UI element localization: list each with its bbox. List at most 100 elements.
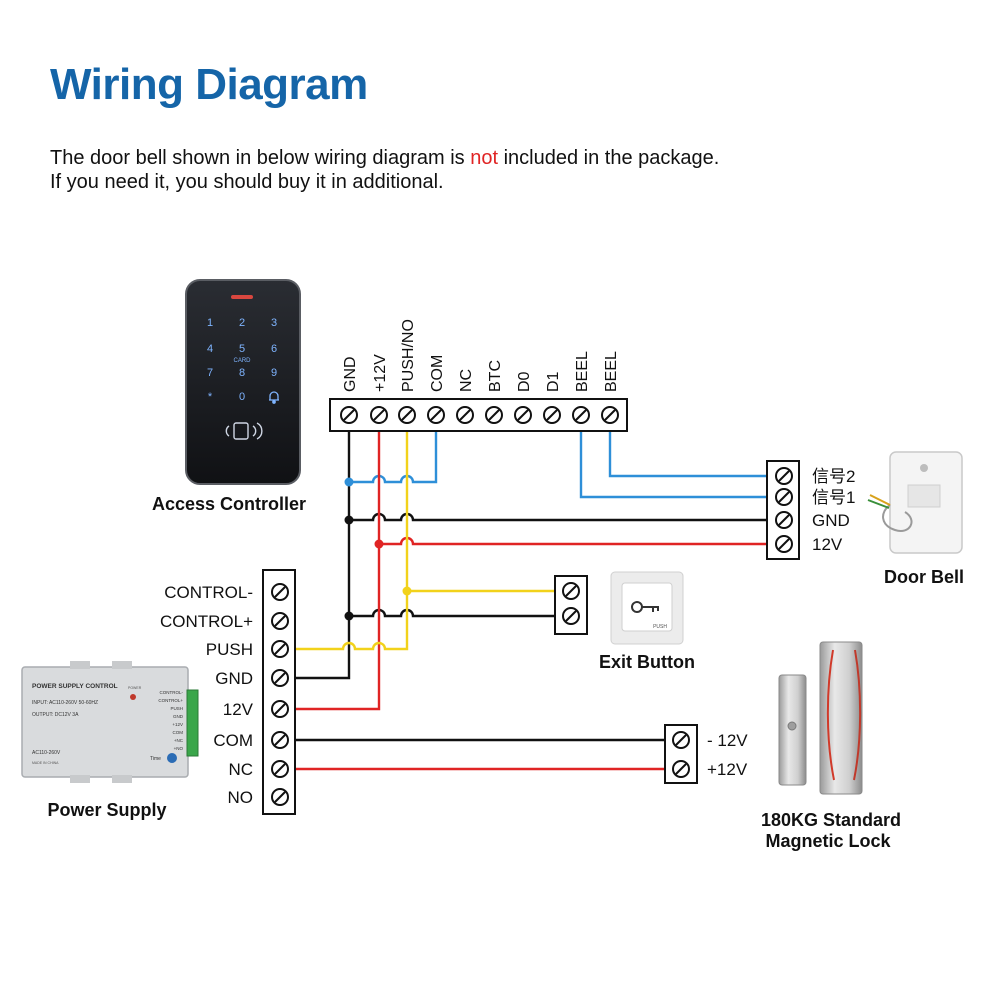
power-supply-terminal-label: PUSH	[206, 640, 253, 659]
terminal-screw	[370, 406, 388, 424]
terminal-screw	[672, 760, 690, 778]
package-note-line-1: The door bell shown in below wiring diag…	[50, 146, 719, 170]
keypad-key: 1	[207, 317, 213, 329]
keypad-keys: 1 2 3 4 5 6 7 8 9 * 0	[207, 317, 279, 404]
controller-terminal-label: COM	[429, 355, 446, 392]
terminal-screw	[514, 406, 532, 424]
door-bell-device	[867, 451, 963, 554]
controller-terminal-label: NC	[458, 369, 475, 392]
keypad-key: *	[208, 391, 213, 403]
ps-side-label: +NC	[174, 738, 184, 743]
ps-label-power: POWER	[128, 686, 142, 690]
controller-terminal-label: +12V	[372, 354, 389, 392]
terminal-screw	[775, 535, 793, 553]
wire-beel-1	[579, 415, 767, 499]
door-bell-terminal-label: GND	[812, 511, 850, 530]
ps-side-label: CONTROL+	[158, 698, 183, 703]
keypad-key: 3	[271, 317, 277, 329]
keypad-body	[185, 279, 301, 485]
keypad-bell-icon	[269, 391, 279, 404]
terminal-screw	[271, 583, 289, 601]
junction-dot	[374, 539, 384, 549]
magnetic-lock-caption-line-2: Magnetic Lock	[765, 831, 891, 851]
terminal-screw	[456, 406, 474, 424]
terminal-screw	[427, 406, 445, 424]
ps-label-made: MADE IN CHINA	[32, 761, 59, 765]
keypad-key: 9	[271, 367, 277, 379]
magnetic-lock-device	[778, 641, 863, 795]
power-supply-terminal-label: NO	[228, 788, 254, 807]
lock-terminals: - 12V +12V	[672, 731, 748, 779]
junction-dot	[402, 586, 412, 596]
terminal-screw	[271, 700, 289, 718]
wire-gnd-to-exit-button	[349, 608, 555, 618]
magnetic-lock-caption-line-1: 180KG Standard	[761, 810, 901, 830]
terminal-screw	[485, 406, 503, 424]
door-bell-terminal-label: 信号2	[812, 467, 855, 486]
keypad-key: 7	[207, 367, 213, 379]
wire-com-to-gnd	[349, 415, 438, 484]
power-supply-terminal-label: CONTROL-	[164, 583, 253, 602]
wires	[292, 415, 767, 771]
controller-terminal-label: PUSH/NO	[400, 319, 417, 392]
terminal-screw	[775, 511, 793, 529]
wire-junctions	[344, 477, 412, 621]
controller-terminal-label: D1	[545, 371, 562, 392]
ps-time-knob	[167, 753, 177, 763]
door-bell-terminal-label: 信号1	[812, 488, 855, 507]
keypad-key: 4	[207, 343, 213, 355]
controller-terminal-label: D0	[516, 371, 533, 392]
wire-gnd-trunk	[292, 415, 351, 680]
ps-side-label: CONTROL-	[160, 690, 184, 695]
ps-side-label: COM	[173, 730, 184, 735]
key-icon	[631, 601, 659, 613]
terminal-screw	[271, 612, 289, 630]
terminal-screw	[271, 760, 289, 778]
exit-button-caption: Exit Button	[599, 652, 695, 672]
power-supply-terminal-label: CONTROL+	[160, 612, 253, 631]
wire-push-no	[292, 415, 409, 651]
ps-label-time: Time	[150, 756, 161, 762]
terminal-screw	[271, 669, 289, 687]
keypad-key: 0	[239, 391, 245, 403]
ps-side-label: GND	[173, 714, 184, 719]
note-text-before: The door bell shown in below wiring diag…	[50, 147, 471, 169]
keypad-key: 2	[239, 317, 245, 329]
wire-beel-2	[608, 415, 767, 478]
keypad-key: 8	[239, 367, 245, 379]
controller-terminal-label: BTC	[487, 360, 504, 392]
wire-gnd-to-doorbell	[349, 512, 767, 522]
terminal-screw	[398, 406, 416, 424]
note-text-after: included in the package.	[498, 147, 720, 169]
terminal-screw	[271, 731, 289, 749]
terminal-screw	[562, 582, 580, 600]
terminal-screw	[562, 607, 580, 625]
terminal-screw	[572, 406, 590, 424]
power-supply-caption: Power Supply	[47, 800, 166, 820]
page-title: Wiring Diagram	[50, 60, 368, 109]
lock-terminal-label: - 12V	[707, 731, 748, 750]
controller-terminal-label: BEEL	[574, 351, 591, 392]
power-supply-terminal-label: GND	[215, 669, 253, 688]
exit-button-device: PUSH	[610, 571, 684, 645]
controller-terminal-label: GND	[342, 356, 359, 392]
ps-power-led	[130, 694, 136, 700]
keypad-key: 5	[239, 343, 245, 355]
terminal-screw	[672, 731, 690, 749]
keypad-key: 6	[271, 343, 277, 355]
junction-dot	[344, 515, 354, 525]
terminal-screw	[775, 488, 793, 506]
power-supply-device: POWER SUPPLY CONTROL INPUT: AC110-260V 5…	[21, 661, 199, 783]
terminal-screw	[775, 467, 793, 485]
ps-label-input: INPUT: AC110-260V 50-60HZ	[32, 700, 98, 706]
power-supply-terminal-label: NC	[228, 760, 253, 779]
lock-terminal-label: +12V	[707, 760, 748, 779]
ps-side-label: PUSH	[170, 706, 183, 711]
terminal-screw	[340, 406, 358, 424]
door-bell-caption: Door Bell	[884, 567, 964, 587]
exit-button-terminals	[562, 582, 580, 625]
package-note-line-2: If you need it, you should buy it in add…	[50, 171, 444, 193]
